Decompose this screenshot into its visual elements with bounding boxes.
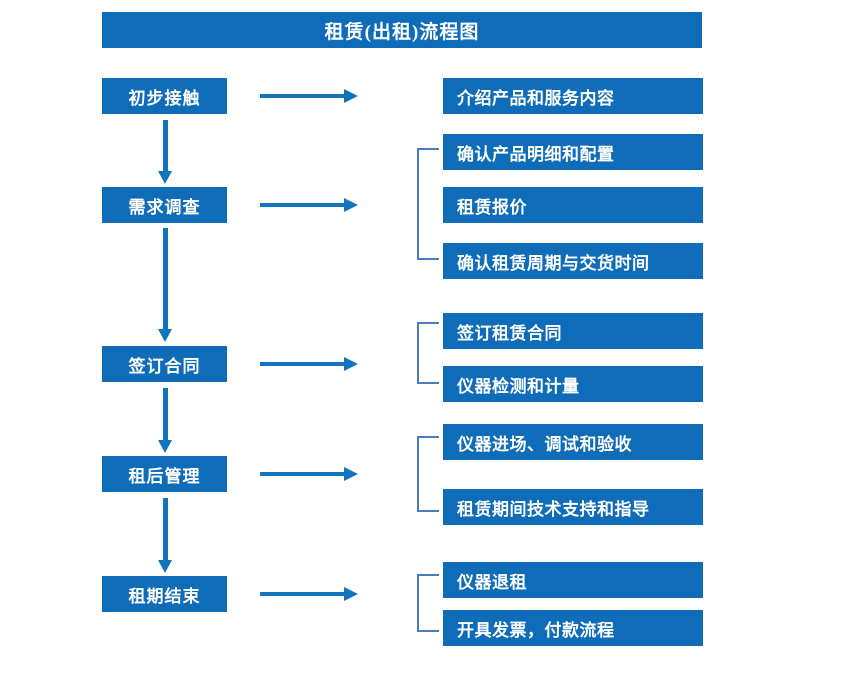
stage-box-5[interactable]: 租期结束 (102, 576, 227, 612)
vertical-arrow-3 (158, 388, 172, 453)
stage-box-4[interactable]: 租后管理 (102, 456, 227, 492)
detail-box-9[interactable]: 仪器退租 (443, 562, 703, 598)
group-bracket-3 (417, 436, 439, 512)
group-bracket-2 (417, 322, 439, 384)
detail-box-2[interactable]: 确认产品明细和配置 (443, 134, 703, 170)
detail-box-3[interactable]: 租赁报价 (443, 187, 703, 223)
stage-box-3[interactable]: 签订合同 (102, 346, 227, 382)
detail-box-1[interactable]: 介绍产品和服务内容 (443, 78, 703, 114)
stage-box-1[interactable]: 初步接触 (102, 78, 227, 114)
group-bracket-4 (417, 574, 439, 632)
horizontal-arrow-4 (260, 467, 358, 481)
group-bracket-1 (417, 148, 439, 260)
horizontal-arrow-5 (260, 587, 358, 601)
detail-box-7[interactable]: 仪器进场、调试和验收 (443, 424, 703, 460)
vertical-arrow-2 (158, 228, 172, 342)
vertical-arrow-4 (158, 498, 172, 573)
stage-box-2[interactable]: 需求调查 (102, 187, 227, 223)
horizontal-arrow-1 (260, 89, 358, 103)
vertical-arrow-1 (158, 120, 172, 184)
detail-box-6[interactable]: 仪器检测和计量 (443, 366, 703, 402)
horizontal-arrow-2 (260, 198, 358, 212)
detail-box-5[interactable]: 签订租赁合同 (443, 313, 703, 349)
detail-box-10[interactable]: 开具发票，付款流程 (443, 610, 703, 646)
detail-box-4[interactable]: 确认租赁周期与交货时间 (443, 243, 703, 279)
horizontal-arrow-3 (260, 357, 358, 371)
page-title: 租赁(出租)流程图 (102, 12, 702, 48)
detail-box-8[interactable]: 租赁期间技术支持和指导 (443, 489, 703, 525)
